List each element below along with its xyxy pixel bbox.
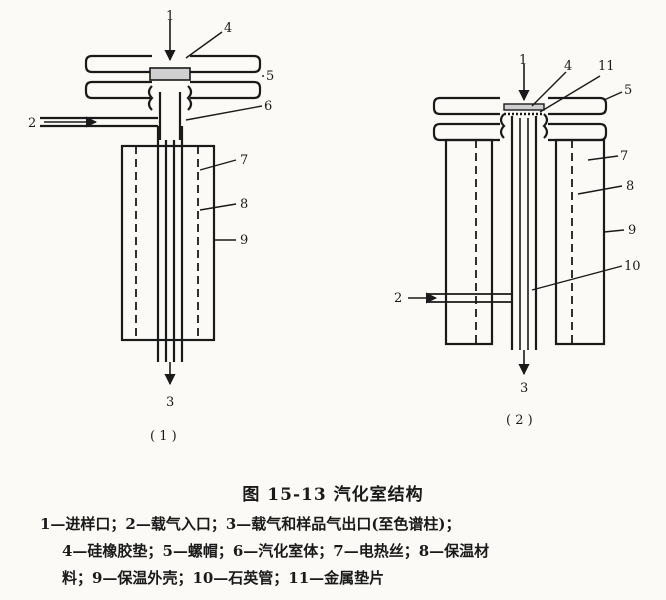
- fig2-septum: [503, 103, 545, 111]
- fig1-label-1: 1: [166, 9, 174, 24]
- fig2-shell-right: [554, 138, 606, 346]
- fig2-label-2: 2: [394, 291, 402, 306]
- fig2-label-10: 10: [624, 259, 641, 274]
- legend-line-3: 料；9—保温外壳；10—石英管；11—金属垫片: [62, 569, 385, 587]
- fig1-label-5: 5: [266, 69, 274, 84]
- fig2-label-8: 8: [626, 179, 634, 194]
- figure-title: 图 15-13 汽化室结构: [242, 485, 424, 505]
- fig2-label-5: 5: [624, 83, 632, 98]
- fig2-subcaption: ( 2 ): [506, 413, 533, 428]
- fig1-nut-left: [84, 54, 152, 100]
- fig1-label-2: 2: [28, 116, 36, 131]
- fig1-label-6: 6: [264, 99, 272, 114]
- fig1-label-8: 8: [240, 197, 248, 212]
- fig2-shell-left: [444, 138, 494, 346]
- legend-line-2: 4—硅橡胶垫；5—螺帽；6—汽化室体；7—电热丝；8—保温材: [62, 542, 490, 560]
- fig2-label-11: 11: [598, 59, 615, 74]
- fig2-quartz-tube: [519, 118, 529, 350]
- figure-legend: 1—进样口；2—载气入口；3—载气和样品气出口(至色谱柱)； 4—硅橡胶垫；5—…: [40, 511, 640, 592]
- fig2-nut-left: [432, 96, 500, 142]
- fig1-label-7: 7: [240, 153, 248, 168]
- fig2-carrier-inlet: [426, 293, 512, 303]
- figure-2-drawing: [408, 64, 625, 376]
- fig2-label-3: 3: [520, 381, 528, 396]
- fig1-chamber-body: [156, 126, 184, 362]
- fig2-nut-right: [548, 96, 608, 142]
- vaporization-chamber-figure: 1 4 5 2 6 7 8 9 3 ( 1 ): [28, 9, 641, 444]
- fig2-label-9: 9: [628, 223, 636, 238]
- fig2-thread: [499, 113, 506, 139]
- fig1-subcaption: ( 1 ): [150, 429, 177, 444]
- fig1-label-3: 3: [166, 395, 174, 410]
- fig2-label-7: 7: [620, 149, 628, 164]
- fig1-thread: [147, 85, 154, 111]
- fig1-label-9: 9: [240, 233, 248, 248]
- figure-1-drawing: [40, 20, 264, 386]
- fig1-septum: [149, 67, 191, 81]
- fig1-shell: [120, 144, 216, 342]
- legend-line-1: 1—进样口；2—载气入口；3—载气和样品气出口(至色谱柱)；: [40, 515, 461, 533]
- fig2-chamber-body: [510, 116, 538, 350]
- fig2-label-1: 1: [519, 53, 527, 68]
- fig1-nut-right: [190, 54, 262, 100]
- fig2-label-4: 4: [564, 59, 572, 74]
- fig1-label-4: 4: [224, 21, 232, 36]
- fig1-carrier-inlet: [40, 116, 158, 128]
